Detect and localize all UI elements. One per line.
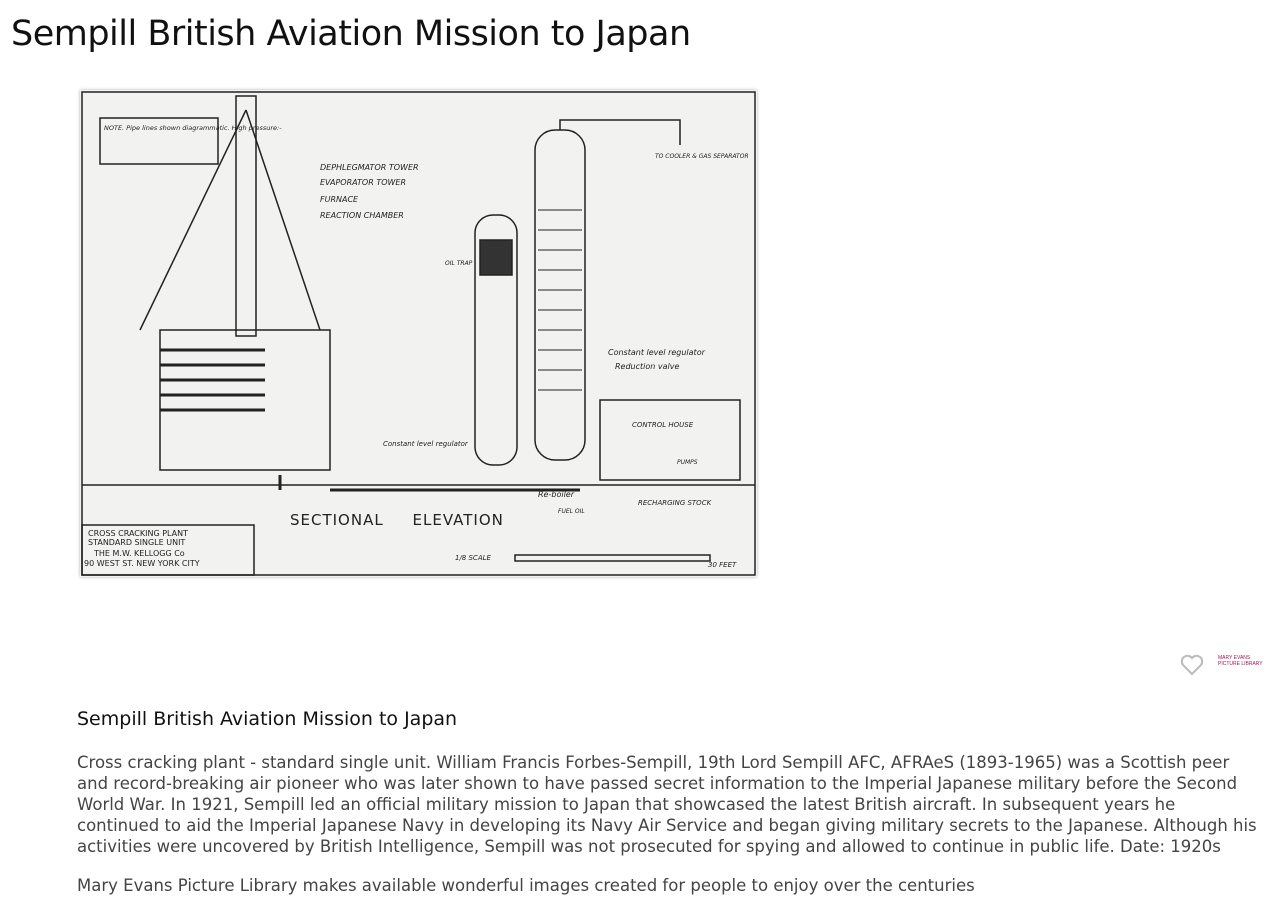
label: STANDARD SINGLE UNIT [88,538,185,547]
label: EVAPORATOR TOWER [320,178,406,187]
image-description: Cross cracking plant - standard single u… [77,753,1257,856]
technical-drawing: NOTE. Pipe lines shown diagrammatic. Hig… [81,91,756,576]
label: Constant level regulator [608,348,706,357]
note-label: NOTE. Pipe lines shown diagrammatic. Hig… [104,124,282,132]
label: Constant level regulator [383,440,469,448]
label: TO COOLER & GAS SEPARATOR [655,153,749,160]
label: SECTIONAL ELEVATION [290,511,504,529]
label: CROSS CRACKING PLANT [88,529,188,538]
label: Reduction valve [615,362,679,371]
label: FUEL OIL [558,508,585,515]
label: DEPHLEGMATOR TOWER [320,163,419,172]
tagline: Mary Evans Picture Library makes availab… [77,876,975,895]
artwork-image[interactable]: NOTE. Pipe lines shown diagrammatic. Hig… [80,90,757,577]
label: OIL TRAP [445,260,473,267]
logo-line: MARY EVANS [1218,655,1251,661]
label: Re-boiler [538,490,575,499]
label: REACTION CHAMBER [320,211,404,220]
heart-icon[interactable] [1179,652,1205,678]
label: 30 FEET [708,561,737,569]
logo-line: PICTURE LIBRARY [1218,661,1263,667]
label: FURNACE [320,195,359,204]
label: RECHARGING STOCK [638,499,713,507]
label: 1/8 SCALE [455,554,492,562]
label: 90 WEST ST. NEW YORK CITY [84,559,200,568]
image-heading: Sempill British Aviation Mission to Japa… [77,708,458,730]
page-title: Sempill British Aviation Mission to Japa… [11,14,691,54]
label: CONTROL HOUSE [632,421,694,429]
label: THE M.W. KELLOGG Co [93,549,185,558]
mary-evans-logo[interactable]: MARY EVANS PICTURE LIBRARY [1218,655,1263,667]
label: PUMPS [677,459,698,466]
